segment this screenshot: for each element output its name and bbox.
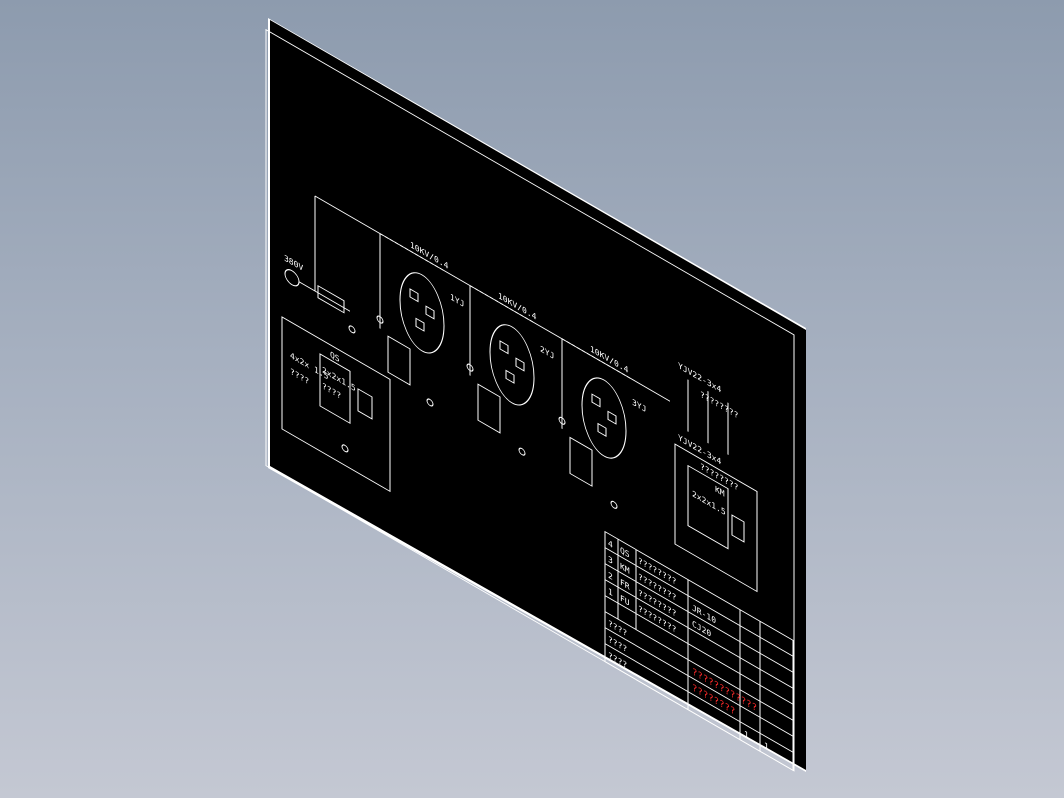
tb-row2-code: KM — [620, 562, 630, 577]
right-relay — [731, 514, 745, 543]
unit3-terminal — [558, 416, 566, 425]
unit3-bus-dash — [562, 338, 630, 379]
unit1-terminal — [376, 315, 384, 324]
right-box-tag: KM — [715, 485, 725, 500]
tb-row-line-6 — [605, 627, 793, 737]
unit2-vessel — [489, 324, 535, 406]
unit3-ground — [610, 500, 618, 509]
left-control-box — [281, 316, 391, 493]
sheet-background — [270, 20, 806, 770]
unit1-ground — [426, 398, 434, 407]
tb-row4-code: FU — [620, 594, 630, 609]
unit1-sensor-b — [425, 305, 435, 320]
unit2-cabinet — [477, 383, 501, 434]
tb-total: 1 — [764, 741, 769, 753]
unit2-ground — [518, 447, 526, 456]
unit2-sensor-c — [505, 369, 515, 384]
tb-row-line-7 — [605, 643, 793, 753]
tb-row1-no: 4 — [608, 539, 613, 551]
tb-row4-no: 1 — [608, 587, 613, 599]
unit3-sensor-c — [597, 422, 607, 437]
left-ground — [341, 444, 349, 453]
tb-row2-no: 3 — [608, 555, 613, 567]
unit2-sensor-a — [499, 340, 509, 355]
unit3-vessel — [581, 377, 627, 459]
title-block-frame — [604, 530, 794, 772]
unit1-cabinet — [387, 335, 411, 386]
unit2-bus-dash — [470, 285, 535, 324]
unit2-sensor-b — [515, 357, 525, 372]
unit1-vessel — [399, 272, 445, 354]
meter-box — [317, 284, 345, 314]
left-box-tag: QS — [330, 350, 340, 365]
source-feed — [299, 281, 350, 312]
right-control-box — [674, 443, 758, 593]
inner-border — [265, 28, 795, 772]
unit3-sensor-b — [607, 410, 617, 425]
tb-row1-code: QS — [620, 546, 630, 561]
tb-row3-code: FR — [620, 578, 630, 593]
right-inner-box — [687, 464, 729, 550]
unit1-bus-dash — [380, 233, 445, 272]
unit2-terminal — [466, 363, 474, 372]
ground-terminal — [348, 325, 356, 334]
unit1-sensor-a — [409, 288, 419, 303]
unit3-cabinet — [569, 436, 593, 487]
unit3-sensor-a — [591, 393, 601, 408]
left-inner-box — [319, 353, 351, 425]
unit1-sensor-c — [415, 317, 425, 332]
tb-row3-no: 2 — [608, 571, 613, 583]
tb-sheet: 1 — [744, 729, 749, 741]
left-relay — [357, 388, 373, 420]
